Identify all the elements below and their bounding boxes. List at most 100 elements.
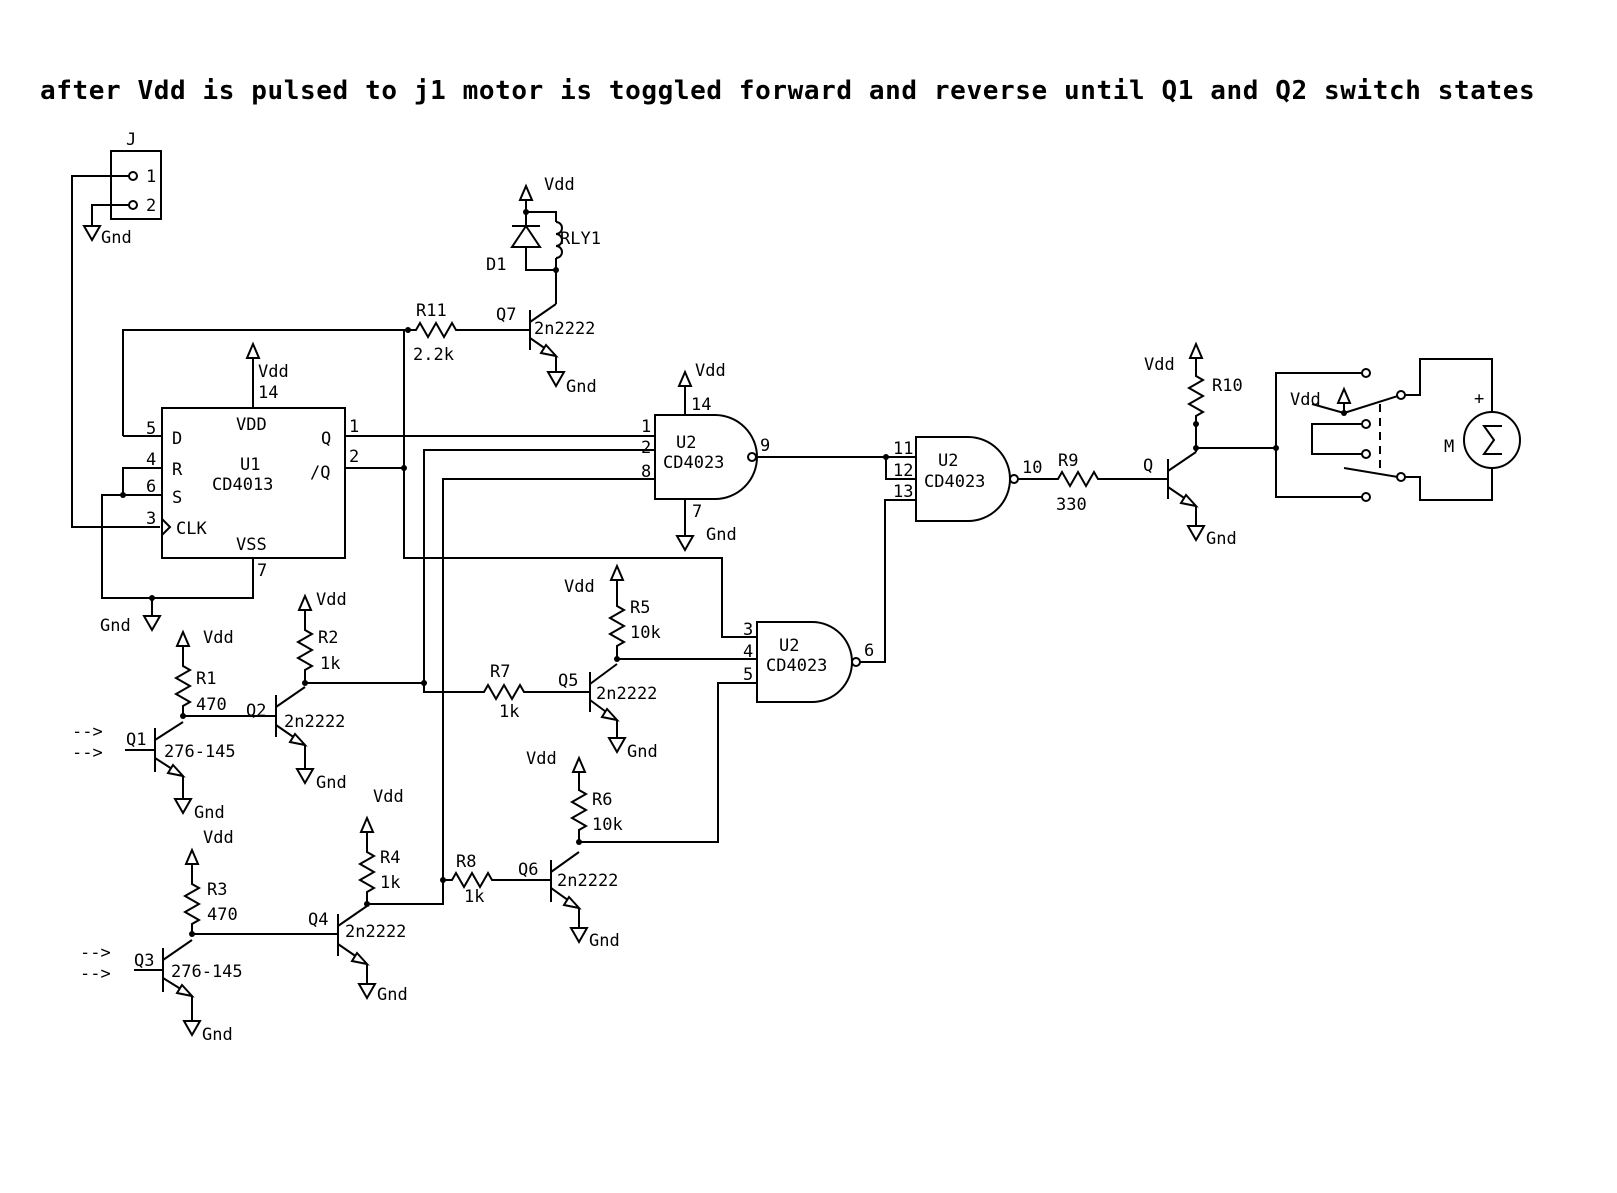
gate-a-pin1: 1: [641, 417, 651, 437]
resistor-r9: [1052, 469, 1108, 489]
resistor-r1-label: R1: [196, 669, 216, 689]
u1-pin7: 7: [257, 561, 267, 581]
u1-part: CD4013: [212, 475, 273, 495]
gate-b-pin11: 11: [893, 439, 913, 459]
resistor-r7: [305, 680, 531, 702]
phototransistor-q1: [125, 721, 192, 814]
resistor-r9-value: 330: [1056, 495, 1087, 515]
gate-a-pin14: 14: [691, 395, 711, 415]
u1-pin4: 4: [146, 450, 156, 470]
phototransistor-q1-part: 276-145: [164, 742, 236, 762]
gnd-label-gate-a: Gnd: [706, 525, 737, 545]
nand-gate-u2-c: [756, 621, 886, 703]
resistor-r11-value: 2.2k: [413, 345, 454, 365]
resistor-r6-label: R6: [592, 790, 612, 810]
connector-j-label: J: [126, 130, 136, 150]
gnd-label-q3: Gnd: [202, 1025, 233, 1045]
u1-pin6: 6: [146, 477, 156, 497]
vdd-label-r2: Vdd: [316, 590, 347, 610]
vdd-label-r4: Vdd: [373, 787, 404, 807]
gate-a-pin9: 9: [760, 436, 770, 456]
transistor-q6: [500, 851, 588, 943]
resistor-r1: [173, 631, 276, 719]
relay-contacts: [1275, 368, 1406, 502]
gnd-label-q2: Gnd: [316, 773, 347, 793]
gate-a-part: CD4023: [663, 453, 724, 473]
resistor-r10: [1186, 343, 1279, 452]
u1-pin3: 3: [146, 509, 156, 529]
gnd-label-q6: Gnd: [589, 931, 620, 951]
resistor-r6: [569, 757, 589, 845]
connector-j-pin1: 1: [146, 167, 156, 187]
vdd-label-contacts: Vdd: [1290, 390, 1321, 410]
light-arrow-q1-b: -->: [72, 743, 103, 763]
resistor-r2-value: 1k: [320, 654, 340, 674]
transistor-q7: [470, 303, 565, 387]
gnd-label-j: Gnd: [101, 228, 132, 248]
transistor-q5-part: 2n2222: [596, 684, 657, 704]
resistor-r5-label: R5: [630, 598, 650, 618]
transistor-q4: [337, 905, 376, 999]
u1-pin2: 2: [349, 447, 359, 467]
nand-gate-u2-a: [654, 371, 889, 551]
resistor-r11: [408, 320, 470, 340]
vdd-label-r1: Vdd: [203, 628, 234, 648]
resistor-r7-label: R7: [490, 662, 510, 682]
transistor-q-driver: [1108, 451, 1205, 541]
transistor-q2-part: 2n2222: [284, 712, 345, 732]
vdd-label-r6: Vdd: [526, 749, 557, 769]
gate-b-pin12: 12: [893, 461, 913, 481]
gate-b-pin13: 13: [893, 482, 913, 502]
transistor-q7-label: Q7: [496, 305, 516, 325]
gnd-label-u1: Gnd: [100, 616, 131, 636]
u1-pin14: 14: [258, 383, 278, 403]
transistor-q6-label: Q6: [518, 860, 538, 880]
gnd-label-q4: Gnd: [377, 985, 408, 1005]
diode-d1: [510, 224, 542, 248]
transistor-q4-part: 2n2222: [345, 922, 406, 942]
transistor-q-driver-label: Q: [1143, 456, 1153, 476]
relay-rly1-label: RLY1: [560, 229, 601, 249]
resistor-r6-value: 10k: [592, 815, 623, 835]
phototransistor-q1-label: Q1: [126, 730, 146, 750]
flipflop-u1: [101, 343, 346, 631]
gate-b-label: U2: [938, 451, 958, 471]
resistor-r4: [357, 817, 377, 907]
gate-a-pin2: 2: [641, 438, 651, 458]
resistor-r9-label: R9: [1058, 451, 1078, 471]
light-arrow-q3-a: -->: [80, 943, 111, 963]
gnd-label-q-driver: Gnd: [1206, 529, 1237, 549]
motor-m-label: M: [1444, 437, 1454, 457]
vdd-label-r5: Vdd: [564, 577, 595, 597]
u1-pin5: 5: [146, 419, 156, 439]
u1-vdd-pin-label: VDD: [236, 415, 267, 435]
vdd-label-u1: Vdd: [258, 362, 289, 382]
resistor-r10-label: R10: [1212, 376, 1243, 396]
diode-d1-label: D1: [486, 255, 506, 275]
phototransistor-q3-label: Q3: [134, 951, 154, 971]
vdd-label-gate-a: Vdd: [695, 361, 726, 381]
gate-c-pin3: 3: [743, 620, 753, 640]
u1-clk-pin-label: CLK: [176, 519, 207, 539]
u1-r-pin-label: R: [172, 460, 183, 480]
vdd-label-r10: Vdd: [1144, 355, 1175, 375]
phototransistor-q3-part: 276-145: [171, 962, 243, 982]
resistor-r5-value: 10k: [630, 623, 661, 643]
resistor-r4-value: 1k: [380, 873, 400, 893]
u1-label: U1: [240, 455, 260, 475]
vdd-label-r3: Vdd: [203, 828, 234, 848]
resistor-r4-label: R4: [380, 848, 400, 868]
resistor-r2-label: R2: [318, 628, 338, 648]
connector-j: [71, 150, 162, 528]
u1-q-pin-label: Q: [321, 429, 331, 449]
light-arrow-q1-a: -->: [72, 722, 103, 742]
resistor-r7-value: 1k: [499, 702, 519, 722]
transistor-q5-label: Q5: [558, 671, 578, 691]
resistor-r3-value: 470: [207, 905, 238, 925]
light-arrow-q3-b: -->: [80, 964, 111, 984]
transistor-q2: [275, 686, 314, 784]
u1-pin1: 1: [349, 417, 359, 437]
gnd-label-q7: Gnd: [566, 377, 597, 397]
gate-a-pin8: 8: [641, 462, 651, 482]
vdd-label-relay: Vdd: [544, 175, 575, 195]
